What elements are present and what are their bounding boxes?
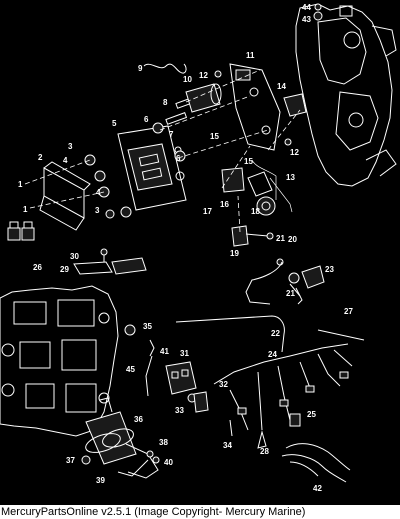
callout-15: 15 [210, 132, 219, 141]
callout-36: 36 [134, 415, 143, 424]
callout-6: 6 [144, 115, 149, 124]
wire-clip-part-9 [143, 63, 187, 74]
part-41-clip [149, 339, 155, 357]
part-45-cable [145, 355, 153, 397]
part-35-bolt [124, 324, 136, 336]
callout-labels: 1 1 2 3 3 4 4 5 6 6 7 8 9 10 11 12 12 13… [18, 3, 353, 493]
callout-1: 1 [18, 180, 23, 189]
part-25-connector [289, 413, 301, 427]
wire-harness-24 [213, 343, 353, 431]
callout-6: 6 [176, 154, 181, 163]
wire-set-42 [281, 443, 351, 483]
assembly-guide-lines [159, 69, 301, 233]
callout-11: 11 [246, 51, 255, 60]
bracket-part-29 [73, 248, 147, 275]
callout-27: 27 [344, 307, 353, 316]
callout-37: 37 [66, 456, 75, 465]
starter-motor [81, 397, 159, 479]
callout-45: 45 [126, 365, 135, 374]
callout-19: 19 [230, 249, 239, 258]
callout-3: 3 [68, 142, 73, 151]
callout-4: 4 [63, 156, 68, 165]
connector-group-19-21 [231, 225, 301, 305]
callout-38: 38 [159, 438, 168, 447]
callout-21: 21 [276, 234, 285, 243]
engine-block-upper [295, 3, 397, 187]
part-28-plug [257, 430, 267, 449]
callout-40: 40 [164, 458, 173, 467]
rod-part-27 [317, 329, 365, 341]
part-23-sensor [295, 265, 325, 305]
callout-26: 26 [33, 263, 42, 272]
callout-12: 12 [290, 148, 299, 157]
callout-22: 22 [271, 329, 280, 338]
callout-28: 28 [260, 447, 269, 456]
callout-3: 3 [95, 206, 100, 215]
diagram-canvas: 1 1 2 3 3 4 4 5 6 6 7 8 9 10 11 12 12 13… [0, 3, 397, 493]
callout-9: 9 [138, 64, 143, 73]
callout-43: 43 [302, 15, 311, 24]
callout-41: 41 [160, 347, 169, 356]
part-43-washer [313, 11, 323, 21]
part-44-bolt [314, 3, 322, 11]
callout-20: 20 [288, 235, 297, 244]
callout-15: 15 [244, 157, 253, 166]
callout-2: 2 [38, 153, 43, 162]
callout-21: 21 [286, 289, 295, 298]
callout-5: 5 [112, 119, 117, 128]
callout-23: 23 [325, 265, 334, 274]
solenoid-assembly [165, 361, 233, 437]
callout-42: 42 [313, 484, 322, 493]
callout-17: 17 [203, 207, 212, 216]
callout-13: 13 [286, 173, 295, 182]
coil-group [221, 159, 293, 216]
callout-8: 8 [163, 98, 168, 107]
bracket-assembly [24, 154, 132, 231]
callout-4: 4 [96, 188, 101, 197]
engine-block-lower [0, 285, 119, 437]
callout-33: 33 [175, 406, 184, 415]
callout-16: 16 [220, 200, 229, 209]
callout-18: 18 [251, 207, 260, 216]
callout-7: 7 [169, 130, 174, 139]
exploded-parts-diagram: 1 1 2 3 3 4 4 5 6 6 7 8 9 10 11 12 12 13… [0, 0, 400, 505]
callout-32: 32 [219, 380, 228, 389]
clip-part-26 [7, 221, 35, 241]
ecu-module [117, 125, 187, 211]
callout-39: 39 [96, 476, 105, 485]
callout-44: 44 [302, 3, 311, 12]
rod-part-22 [175, 315, 285, 353]
callout-35: 35 [143, 322, 152, 331]
callout-12: 12 [199, 71, 208, 80]
callout-34: 34 [223, 441, 232, 450]
callout-10: 10 [183, 75, 192, 84]
callout-14: 14 [277, 82, 286, 91]
callout-24: 24 [268, 350, 277, 359]
cable-parts-38-40 [117, 450, 160, 477]
part-14-clamp [283, 93, 307, 117]
callout-30: 30 [70, 252, 79, 261]
mounting-plate [214, 63, 292, 151]
callout-25: 25 [307, 410, 316, 419]
image-copyright-caption: MercuryPartsOnline v2.5.1 (Image Copyrig… [1, 506, 306, 518]
callout-29: 29 [60, 265, 69, 274]
callout-1: 1 [23, 205, 28, 214]
callout-31: 31 [180, 349, 189, 358]
